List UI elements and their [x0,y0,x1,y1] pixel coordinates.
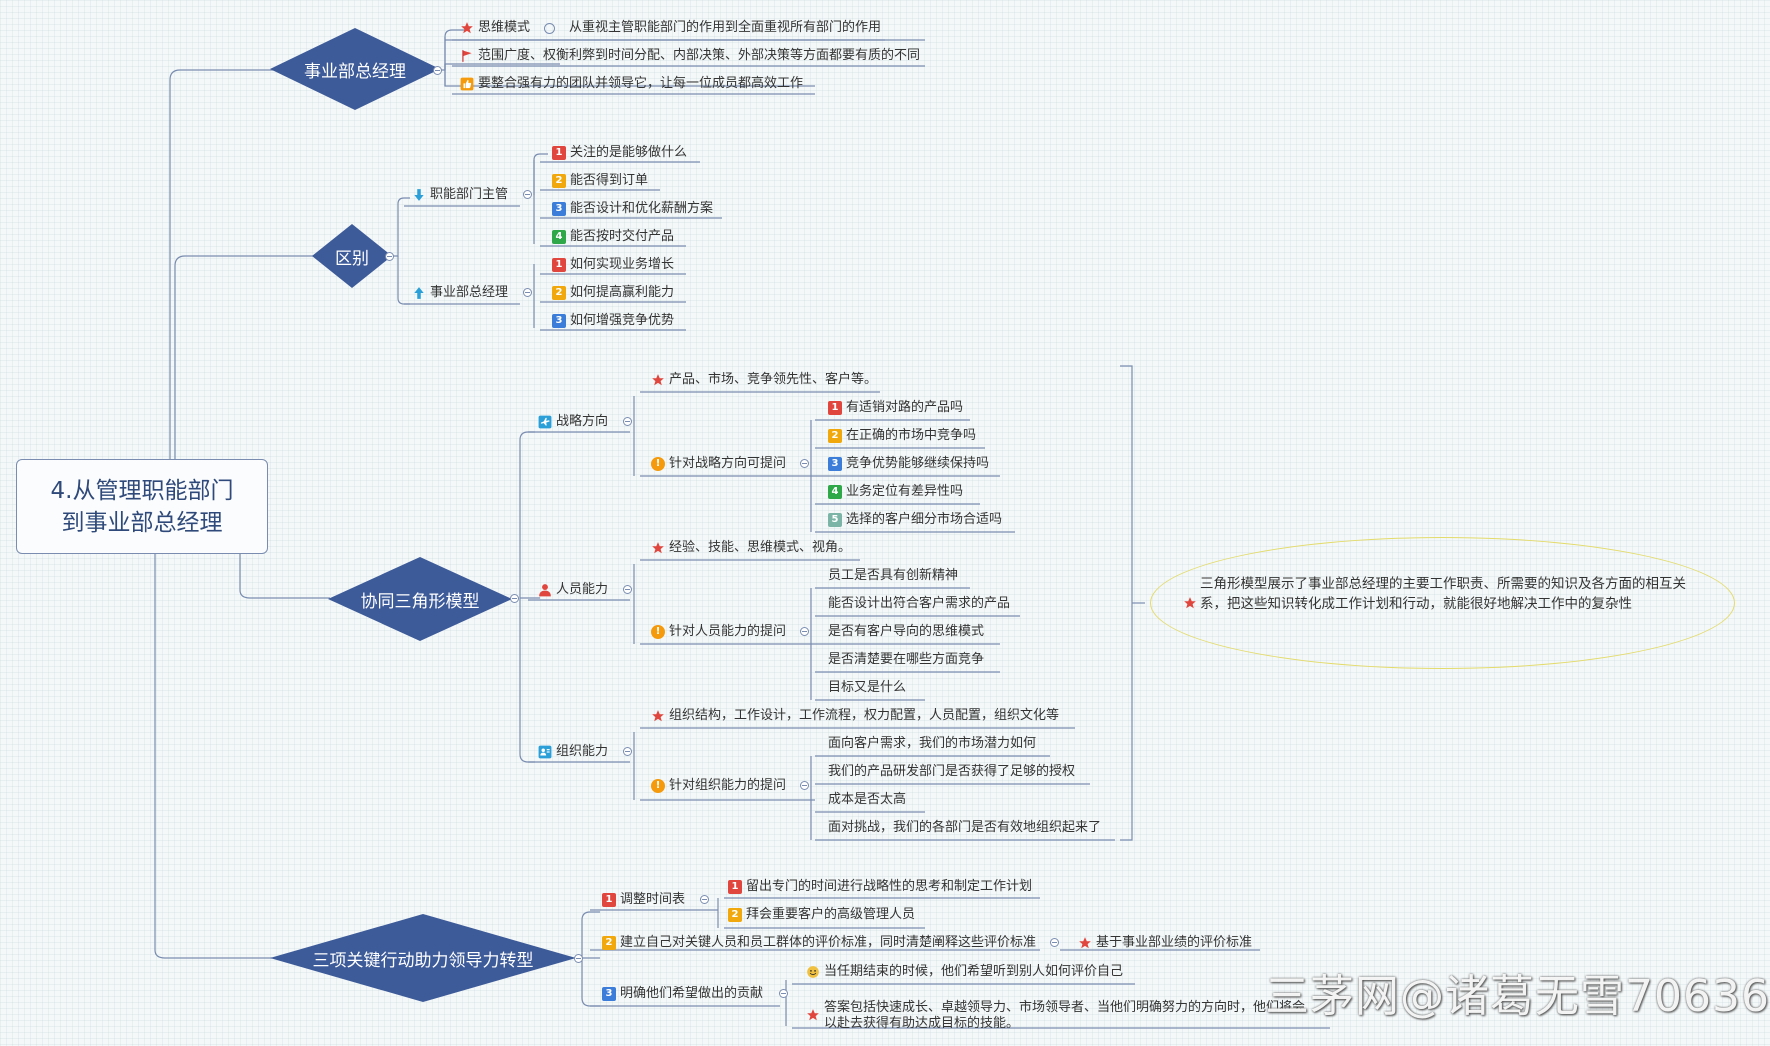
b3-people[interactable]: 人员能力 [538,582,608,598]
collapse-toggle[interactable] [1050,938,1059,947]
branch-diamond-key-actions[interactable]: 三项关键行动助力领导力转型 [270,914,576,1002]
collapse-toggle[interactable] [510,594,519,603]
branch-label: 三项关键行动助力领导力转型 [312,950,534,971]
exclamation-icon: ! [651,457,665,471]
list-item[interactable]: 成本是否太高 [828,792,907,807]
diamond-shape [312,224,392,288]
b3-strategy-questions[interactable]: ! 针对战略方向可提问 [651,456,786,472]
collapse-toggle[interactable] [433,66,442,75]
b3-people-questions[interactable]: ! 针对人员能力的提问 [651,624,786,640]
diamond-shape [270,28,440,110]
collapse-toggle[interactable] [623,585,632,594]
star-icon [651,541,665,555]
b1-item-3[interactable]: 要整合强有力的团队并领导它，让每一位成员都高效工作 [460,76,803,92]
star-icon [806,1008,820,1022]
branch-diamond-general-manager[interactable]: 事业部总经理 [270,28,440,110]
branch-diamond-difference[interactable]: 区别 [312,224,392,288]
b4-action-2-side[interactable]: 基于事业部业绩的评价标准 [1078,935,1252,951]
branch-label: 协同三角形模型 [360,591,480,612]
list-item[interactable]: 我们的产品研发部门是否获得了足够的授权 [828,764,1076,779]
branch-label: 区别 [335,248,369,269]
collapse-toggle[interactable] [623,417,632,426]
collapse-toggle[interactable] [523,190,532,199]
branch-diamond-triangle-model[interactable]: 协同三角形模型 [328,557,512,641]
org-chart-icon [538,745,552,759]
b3-org-star[interactable]: 组织结构，工作设计，工作流程，权力配置，人员配置，组织文化等 [651,708,1059,724]
list-item[interactable]: 员工是否具有创新精神 [828,568,959,583]
list-item[interactable]: 当任期结束的时候，他们希望听到别人如何评价自己 [806,964,1123,980]
diamond-shape [270,914,576,1002]
list-item[interactable]: 面向客户需求，我们的市场潜力如何 [828,736,1037,751]
b3-strategy[interactable]: 战略方向 [538,414,608,430]
exclamation-icon: ! [651,779,665,793]
b1-item-2[interactable]: 范围广度、权衡利弊到时间分配、内部决策、外部决策等方面都要有质的不同 [460,48,920,64]
collapse-toggle[interactable] [800,627,809,636]
watermark: 三茅网@诸葛无雪70636 [1265,971,1770,1022]
collapse-toggle[interactable] [523,288,532,297]
collapse-toggle[interactable] [800,459,809,468]
collapse-toggle[interactable] [385,252,394,261]
list-item[interactable]: 目标又是什么 [828,680,907,695]
exclamation-icon: ! [651,625,665,639]
person-icon [538,583,552,597]
collapse-toggle[interactable] [623,747,632,756]
list-item[interactable]: 是否有客户导向的思维模式 [828,624,985,639]
b2-sub-general-manager[interactable]: 事业部总经理 [412,285,508,301]
list-item[interactable]: 是否清楚要在哪些方面竞争 [828,652,985,667]
root-topic[interactable]: 4.从管理职能部门 到事业部总经理 [16,459,268,554]
airplane-icon [538,415,552,429]
b3-people-star[interactable]: 经验、技能、思维模式、视角。 [651,540,851,556]
collapse-toggle[interactable] [800,781,809,790]
star-icon [460,21,474,35]
diamond-shape [328,557,512,641]
b3-org[interactable]: 组织能力 [538,744,608,760]
arrow-down-icon [412,188,426,202]
collapse-toggle[interactable] [700,895,709,904]
b3-org-questions[interactable]: ! 针对组织能力的提问 [651,778,786,794]
collapse-toggle[interactable] [544,22,556,34]
star-icon [651,709,665,723]
smiley-icon [806,965,820,979]
star-icon [651,373,665,387]
collapse-toggle[interactable] [574,954,583,963]
b3-strategy-star[interactable]: 产品、市场、竞争领先性、客户等。 [651,372,877,388]
list-item[interactable]: 面对挑战，我们的各部门是否有效地组织起来了 [828,820,1102,835]
thumbs-up-icon [460,77,474,91]
callout-text: 三角形模型展示了事业部总经理的主要工作职责、所需要的知识及各方面的相互关系，把这… [1200,576,1686,612]
callout-ellipse[interactable] [1150,537,1735,669]
b2-sub-functional-head[interactable]: 职能部门主管 [412,187,508,203]
flag-icon [460,49,474,63]
branch-label: 事业部总经理 [304,61,406,82]
list-item[interactable]: 答案包括快速成长、卓越领导力、市场领导者、当他们明确努力的方向时，他们将会 以赴… [806,1000,1305,1032]
collapse-toggle[interactable] [779,989,788,998]
b1-item-1[interactable]: 思维模式 从重视主管职能部门的作用到全面重视所有部门的作用 [460,20,881,36]
list-item[interactable]: 能否设计出符合客户需求的产品 [828,596,1011,611]
star-icon [1183,596,1197,610]
star-icon [1078,936,1092,950]
arrow-up-icon [412,286,426,300]
